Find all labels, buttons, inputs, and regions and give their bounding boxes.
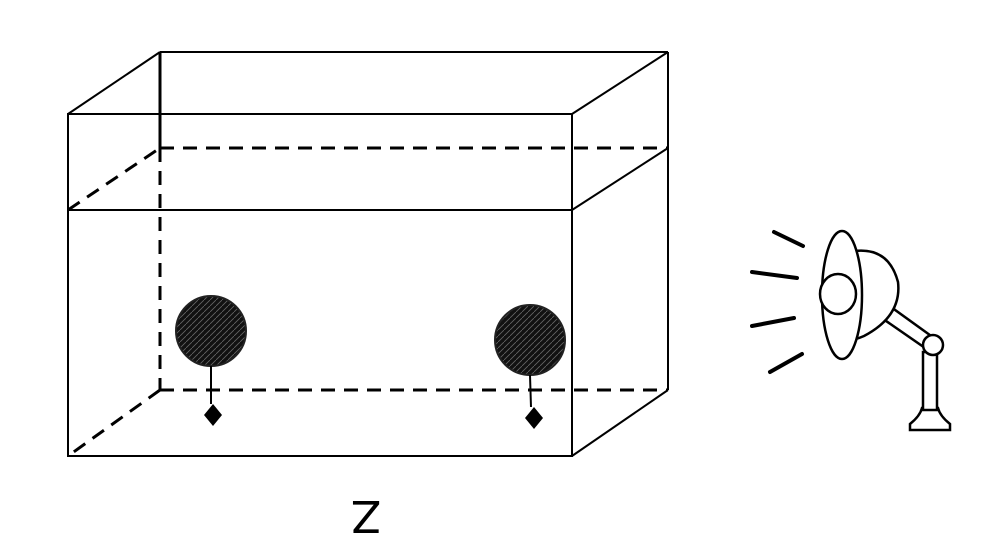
lamp-bulb — [818, 272, 858, 316]
light-ray-2 — [750, 270, 799, 280]
light-ray-3 — [750, 316, 796, 328]
right-ball — [494, 304, 566, 376]
glass-tank — [67, 51, 669, 458]
left-ball-assembly — [175, 295, 247, 426]
right-ball-rod — [529, 374, 532, 408]
lamp-post — [921, 350, 939, 412]
left-ball-base — [204, 404, 222, 426]
tank-front-face — [67, 113, 573, 457]
lamp-base — [908, 406, 952, 432]
tank-hidden-bottom-left-diagonal — [67, 388, 161, 458]
left-ball — [175, 295, 247, 367]
tank-bottom-right-diagonal — [571, 389, 669, 457]
right-ball-assembly — [494, 304, 566, 429]
light-ray-4 — [768, 352, 804, 374]
desk-lamp-icon — [750, 229, 952, 432]
tank-top-right-diagonal — [571, 51, 669, 115]
water-hidden-left-diagonal — [67, 146, 161, 212]
water-right-diagonal — [571, 147, 669, 211]
lamp-joint — [921, 333, 945, 357]
light-ray-1 — [772, 230, 805, 248]
tank-label-z: Z — [351, 490, 381, 541]
right-ball-base — [525, 407, 543, 429]
tank-top-left-diagonal — [67, 51, 161, 115]
